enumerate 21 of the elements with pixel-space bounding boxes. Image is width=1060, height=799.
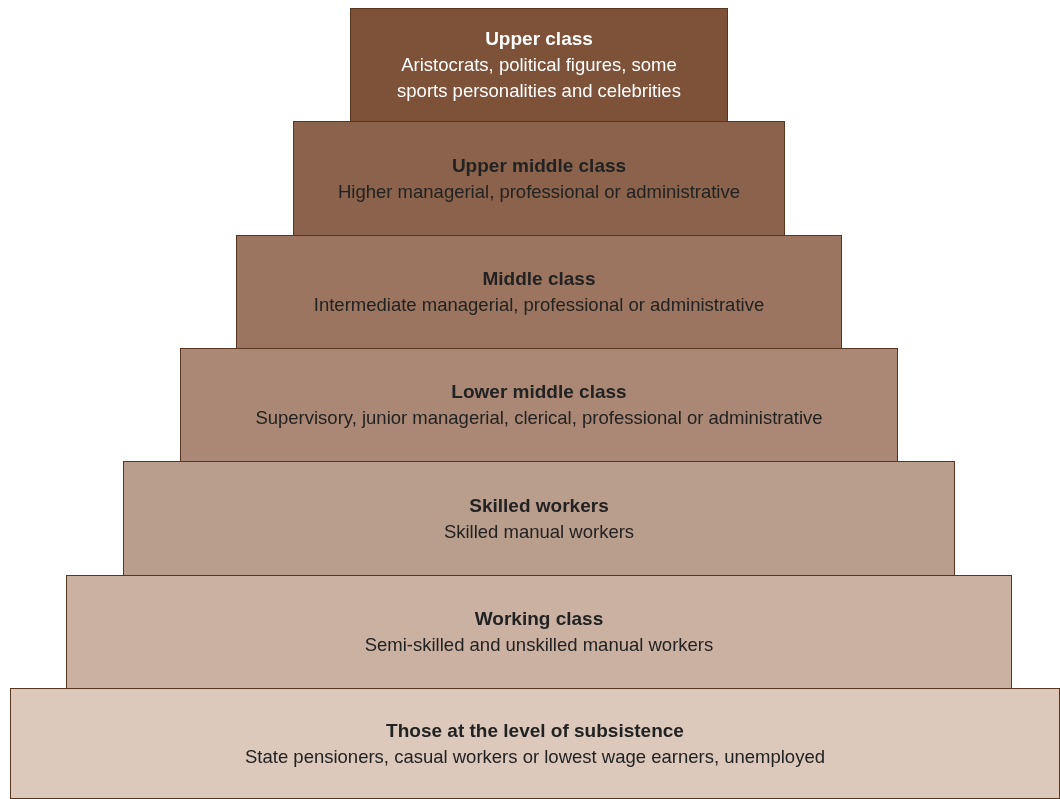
- tier-heading: Working class: [474, 607, 604, 631]
- pyramid-tier: [180, 348, 898, 462]
- pyramid-tier: [10, 688, 1060, 799]
- tier-description: State pensioners, casual workers or lowest wage earners, unemployed: [245, 744, 825, 769]
- tier-heading: Skilled workers: [469, 493, 609, 518]
- pyramid-tier: [123, 461, 955, 576]
- tier-heading: Upper class: [485, 27, 593, 51]
- pyramid-tier: [236, 235, 842, 349]
- tier-description: Intermediate managerial, professional or administrative: [313, 293, 765, 317]
- tier-heading: Upper middle class: [451, 153, 627, 178]
- pyramid-tier: [66, 575, 1012, 689]
- tier-heading: Those at the level of subsistence: [386, 718, 684, 743]
- tier-description: Supervisory, junior managerial, clerical, professional or administrative: [255, 406, 823, 430]
- tier-description: Skilled manual workers: [443, 519, 635, 544]
- tier-heading: Lower middle class: [451, 380, 627, 404]
- pyramid-tier: [293, 121, 785, 236]
- tier-description: Higher managerial, professional or administrative: [337, 179, 741, 204]
- tier-heading: Middle class: [482, 267, 596, 291]
- tier-description: Aristocrats, political figures, some sports personalities and celebrities: [396, 53, 682, 103]
- tier-description: Semi-skilled and unskilled manual workers: [364, 633, 714, 657]
- pyramid-tier: [350, 8, 728, 122]
